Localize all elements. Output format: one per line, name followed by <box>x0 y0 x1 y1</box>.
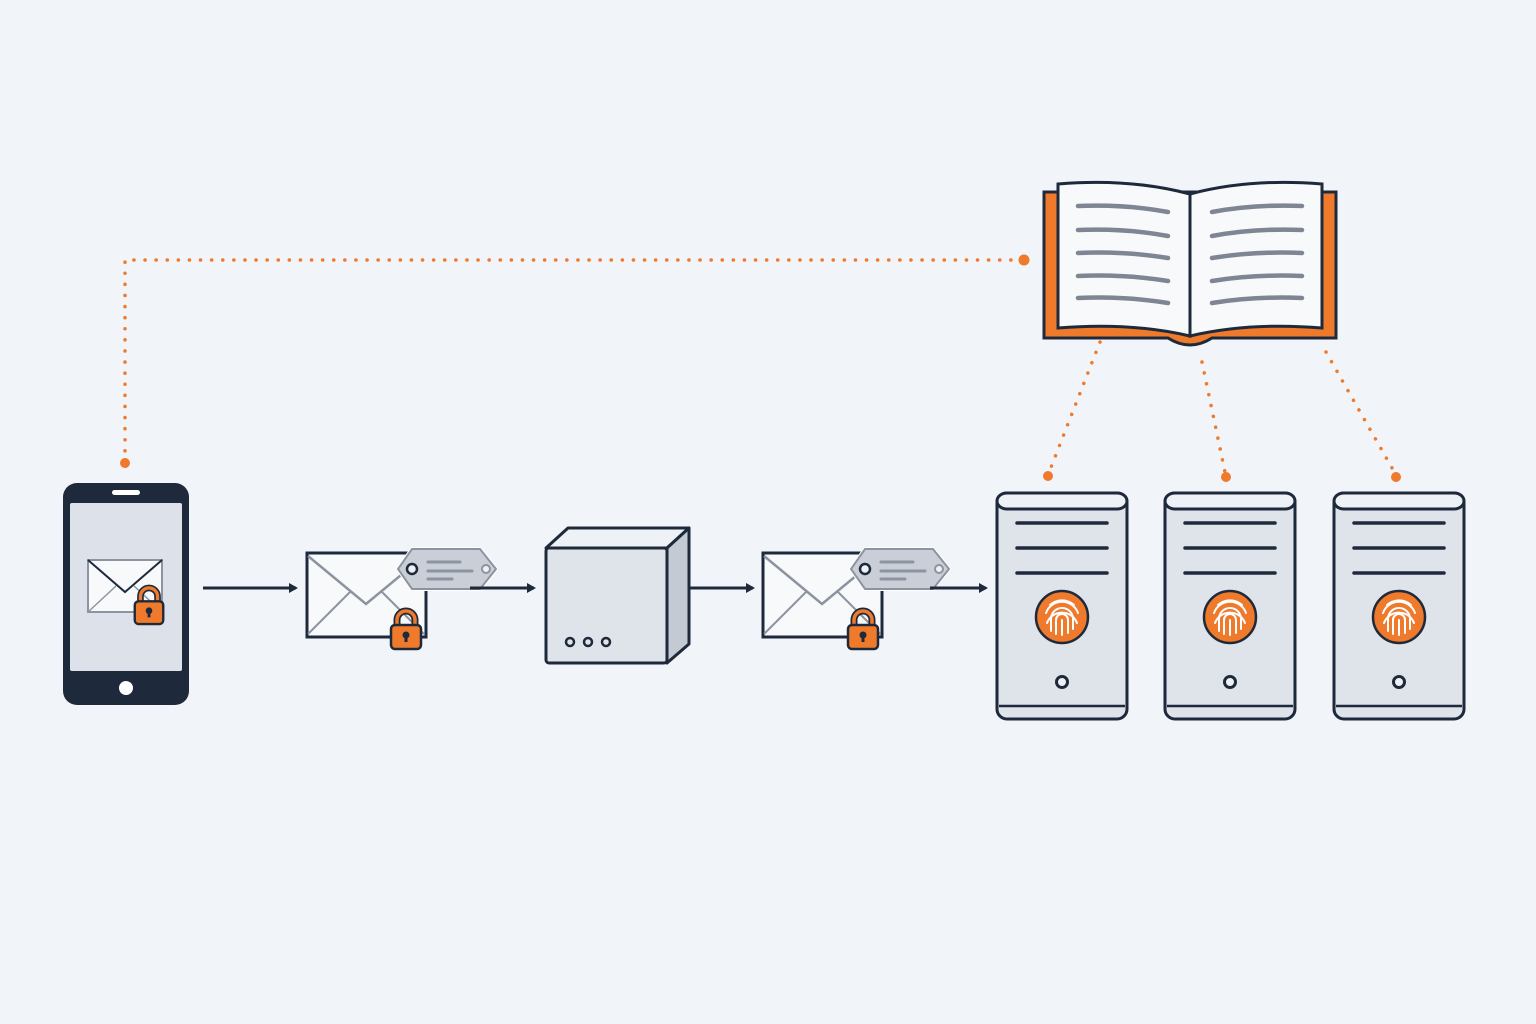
fingerprint-icon <box>1371 589 1427 645</box>
fingerprint-icon <box>1034 589 1090 645</box>
connector-dot <box>1043 471 1053 481</box>
connector-dot <box>1391 472 1401 482</box>
dotted-connectors <box>123 258 1398 479</box>
server-tower-icon <box>1332 491 1466 721</box>
tag-icon <box>396 547 498 591</box>
book-to-server-1-connector <box>1046 340 1102 477</box>
server-tower-icon <box>1163 491 1297 721</box>
book-to-server-3-connector <box>1324 350 1398 477</box>
server-tower-icon <box>995 491 1129 721</box>
phone-to-book-connector <box>123 258 1026 464</box>
tag-icon <box>849 547 951 591</box>
cube-device-icon <box>544 526 691 665</box>
fingerprint-icon <box>1202 589 1258 645</box>
smartphone-icon <box>63 483 189 705</box>
connector-endpoints <box>120 254 1401 482</box>
connector-dot <box>120 458 130 468</box>
connector-dot <box>1018 254 1030 266</box>
book-to-server-2-connector <box>1200 360 1228 479</box>
connector-dot <box>1221 472 1231 482</box>
open-book-icon <box>1042 180 1338 347</box>
